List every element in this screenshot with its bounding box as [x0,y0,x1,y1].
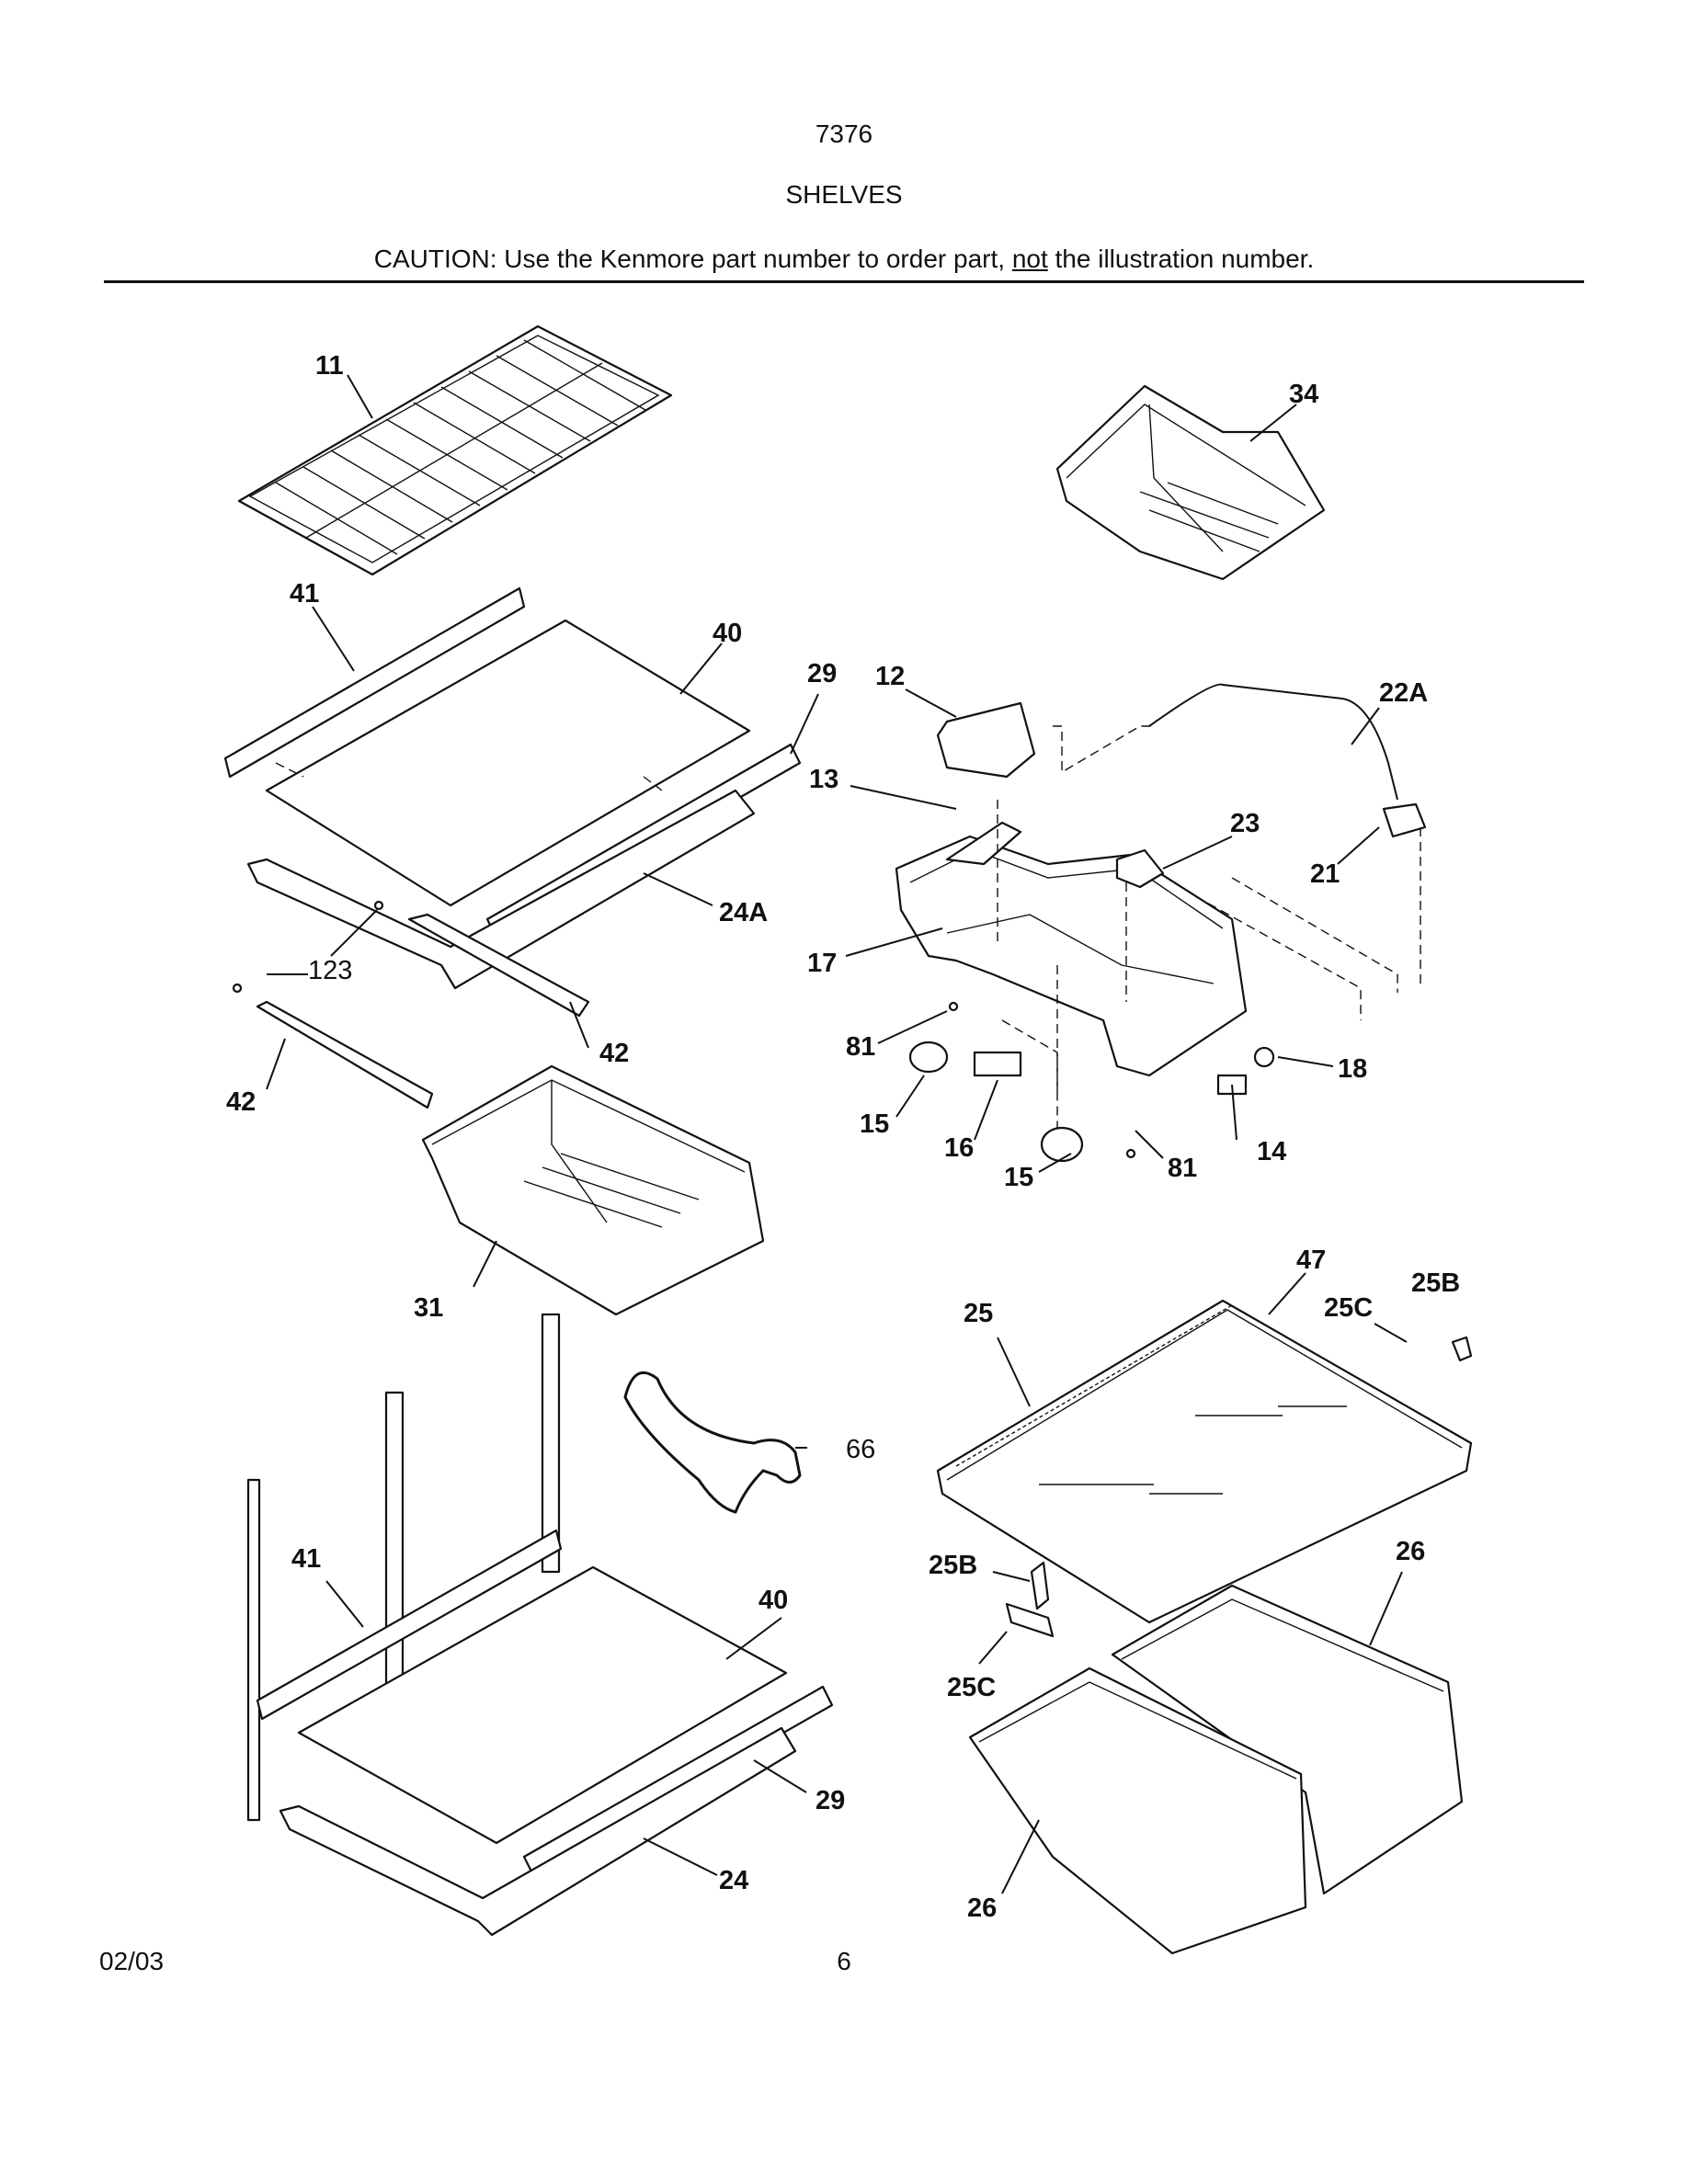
wire-rack-66 [623,1371,802,1514]
callout-12: 12 [875,662,905,691]
callout-42-left: 42 [226,1087,256,1117]
callout-123: 123 [308,956,352,985]
caution-note: CAUTION: Use the Kenmore part number to … [0,245,1688,274]
callout-42-right: 42 [599,1039,629,1068]
page-number: 6 [837,1947,851,1975]
callout-41-upper: 41 [290,579,319,609]
callout-13: 13 [809,765,838,794]
callout-40-upper: 40 [713,619,742,648]
section-title: SHELVES [785,180,903,209]
callout-25C-upper: 25C [1324,1293,1373,1323]
callout-15-right: 15 [1004,1163,1033,1192]
callout-24: 24 [719,1866,748,1895]
callout-17: 17 [807,949,837,978]
callout-29-upper: 29 [807,659,837,688]
callout-41-lower: 41 [291,1544,321,1574]
caution-text-end: the illustration number. [1047,245,1315,273]
callout-47: 47 [1296,1246,1326,1275]
callout-14: 14 [1257,1137,1286,1166]
model-number: 7376 [815,119,873,148]
callout-16: 16 [944,1133,974,1163]
callout-34: 34 [1289,380,1318,409]
callout-25C-lower: 25C [947,1673,996,1702]
control-housing-17 [895,683,1427,1163]
pan-26-right [1111,1584,1464,1895]
callout-26-lower: 26 [967,1894,997,1923]
callout-81-upper: 81 [846,1032,875,1062]
callout-11: 11 [315,351,344,381]
callout-29-lower: 29 [815,1786,845,1815]
callout-26-upper: 26 [1396,1537,1425,1566]
bin-34 [1055,384,1326,581]
callout-25: 25 [964,1299,993,1328]
callout-25B-upper: 25B [1411,1268,1460,1298]
header-rule [104,280,1584,283]
shelf-assembly-lower-left [246,1313,834,1937]
caution-text-start: CAUTION: Use the Kenmore part number to … [373,245,1012,273]
callout-labels: 11 34 41 40 29 12 22A 13 23 21 24A 17 12… [226,351,1460,1923]
callout-25B-lower: 25B [929,1551,977,1580]
callout-40-lower: 40 [758,1586,788,1615]
callout-22A: 22A [1379,678,1428,708]
leader-lines [266,374,1408,1894]
pan-26-left [968,1666,1307,1955]
rails-42 [232,900,590,1109]
caution-underlined-word: not [1011,245,1048,273]
drawer-31 [421,1064,765,1316]
shelf-assembly-upper-left [223,586,802,990]
callout-23: 23 [1230,809,1260,838]
callout-31: 31 [414,1293,443,1323]
wire-shelf-11 [237,324,673,576]
callout-18: 18 [1338,1054,1367,1084]
revision-date: 02/03 [99,1947,165,1975]
callout-21: 21 [1310,859,1340,889]
callout-24A: 24A [719,898,768,927]
callout-81-lower: 81 [1168,1154,1197,1183]
pan-cover-25 [936,1299,1473,1638]
callout-66: 66 [846,1435,875,1464]
callout-15-left: 15 [860,1109,889,1139]
